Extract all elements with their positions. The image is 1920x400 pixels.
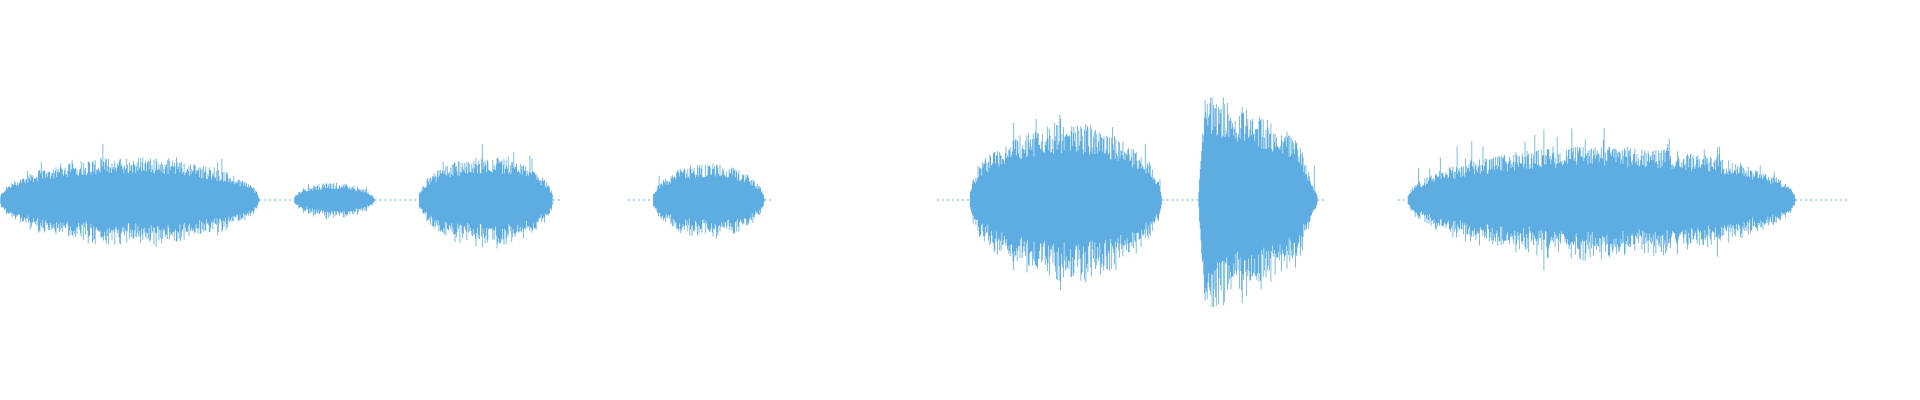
waveform-segment-path-5 — [1198, 97, 1318, 307]
waveform-segment-0 — [0, 143, 260, 247]
waveform-segment-path-2 — [418, 144, 553, 249]
waveform-segment-3 — [653, 163, 765, 239]
waveform-segment-4 — [969, 114, 1162, 290]
waveform-segment-5 — [1198, 97, 1318, 307]
waveform-segment-path-3 — [653, 163, 765, 239]
waveform-segments-layer — [0, 97, 1796, 307]
waveform-segment-6 — [1407, 128, 1796, 271]
waveform-segment-2 — [418, 144, 553, 249]
waveform-segment-path-0 — [0, 143, 260, 247]
waveform-segment-1 — [294, 182, 375, 220]
waveform-segment-path-1 — [294, 182, 375, 220]
waveform-segment-path-4 — [969, 114, 1162, 290]
waveform-segment-path-6 — [1407, 128, 1796, 271]
